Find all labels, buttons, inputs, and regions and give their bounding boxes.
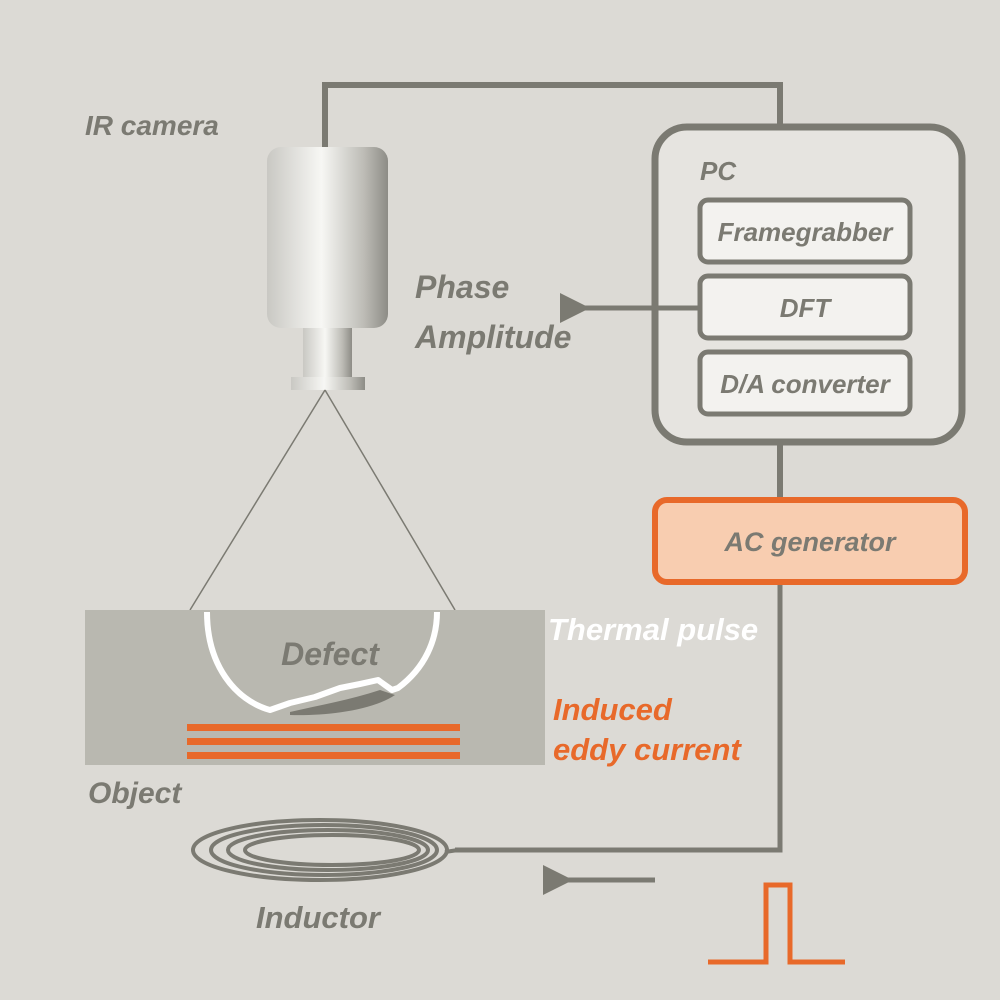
view-cone-left bbox=[189, 389, 326, 611]
ir-camera-label: IR camera bbox=[85, 110, 219, 141]
framegrabber-label: Framegrabber bbox=[718, 217, 895, 247]
amplitude-label: Amplitude bbox=[414, 319, 571, 355]
ir-camera-icon bbox=[267, 147, 388, 390]
ac-generator-box bbox=[652, 497, 968, 585]
dft-label: DFT bbox=[780, 293, 833, 323]
ac-generator-label: AC generator bbox=[723, 527, 897, 557]
generator-inductor-cable bbox=[455, 582, 783, 853]
da-converter-box bbox=[697, 349, 913, 417]
da-converter-label: D/A converter bbox=[720, 369, 891, 399]
pc-label: PC bbox=[700, 156, 737, 186]
thermal-pulse-boundary bbox=[204, 611, 440, 713]
framegrabber-box bbox=[697, 197, 913, 265]
object-label: Object bbox=[88, 777, 183, 810]
inductor-coil-icon bbox=[191, 818, 459, 882]
thermal-pulse-label: Thermal pulse bbox=[548, 612, 758, 647]
induced-label: Induced bbox=[553, 692, 673, 727]
defect-label: Defect bbox=[281, 636, 380, 672]
eddy-current-lines bbox=[187, 724, 460, 759]
phase-label: Phase bbox=[415, 269, 509, 305]
defect-shadow bbox=[290, 690, 395, 716]
pulse-waveform-icon bbox=[708, 882, 845, 965]
eddy-current-label: eddy current bbox=[553, 732, 742, 767]
inductor-label: Inductor bbox=[256, 900, 382, 935]
view-cone-right bbox=[324, 389, 456, 611]
camera-pc-cable bbox=[322, 82, 783, 150]
